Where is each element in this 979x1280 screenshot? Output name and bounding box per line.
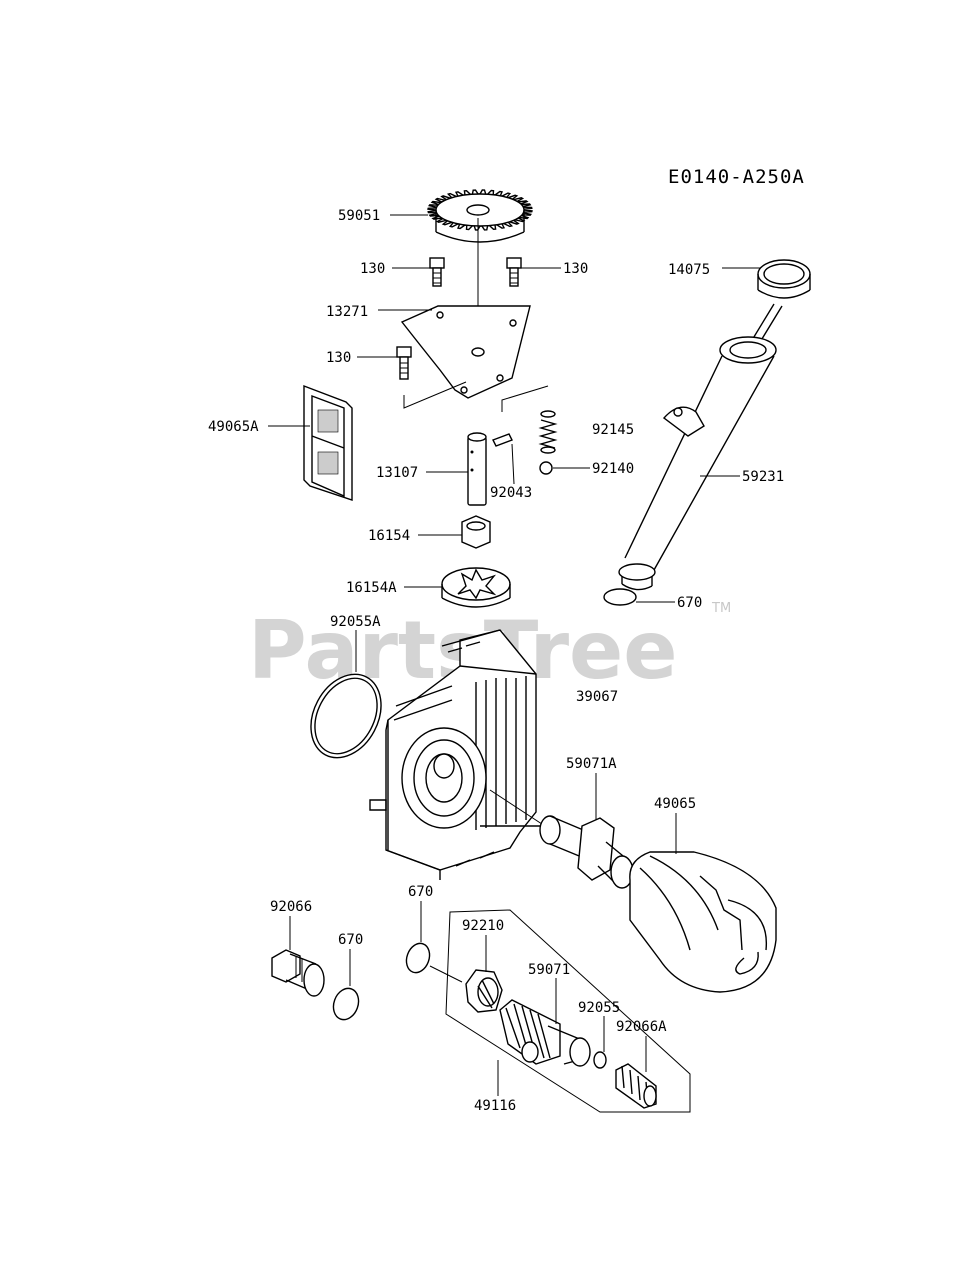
label-92055[interactable]: 92055 xyxy=(578,1000,620,1016)
o-ring-92055-drawing[interactable] xyxy=(593,1051,607,1069)
pin-92043-drawing[interactable] xyxy=(492,433,513,447)
label-92210[interactable]: 92210 xyxy=(462,918,504,934)
label-92140[interactable]: 92140 xyxy=(592,461,634,477)
tube-59231-drawing[interactable] xyxy=(618,336,777,591)
label-130-lower[interactable]: 130 xyxy=(326,350,351,366)
diagram-code: E0140-A250A xyxy=(668,166,805,188)
assembly-49116-outline xyxy=(445,909,691,1113)
label-92043[interactable]: 92043 xyxy=(490,485,532,501)
o-ring-670-mid-drawing[interactable] xyxy=(403,940,434,976)
nipple-59071A-drawing[interactable] xyxy=(539,815,634,889)
label-92066A[interactable]: 92066A xyxy=(616,1019,667,1035)
label-59071[interactable]: 59071 xyxy=(528,962,570,978)
strainer-49065A-drawing[interactable] xyxy=(303,384,353,501)
label-16154A[interactable]: 16154A xyxy=(346,580,397,596)
label-49065A[interactable]: 49065A xyxy=(208,419,259,435)
plate-13271-drawing[interactable] xyxy=(400,305,549,412)
nut-92210-drawing[interactable] xyxy=(465,969,503,1013)
label-49065[interactable]: 49065 xyxy=(654,796,696,812)
plug-92066-drawing[interactable] xyxy=(271,949,325,997)
label-59231[interactable]: 59231 xyxy=(742,469,784,485)
rotor-16154A-drawing[interactable] xyxy=(441,567,511,608)
bolt-130-lower-drawing[interactable] xyxy=(396,346,412,380)
o-ring-670-lower-left-drawing[interactable] xyxy=(329,985,362,1023)
o-ring-92055A-drawing[interactable] xyxy=(297,662,395,770)
watermark-tm: TM xyxy=(711,601,731,616)
rotor-16154-drawing[interactable] xyxy=(461,515,491,549)
label-670-lower-left[interactable]: 670 xyxy=(338,932,363,948)
cooler-39067-drawing[interactable] xyxy=(369,629,549,880)
ball-92140-drawing[interactable] xyxy=(539,461,553,475)
label-13107[interactable]: 13107 xyxy=(376,465,418,481)
o-ring-670-upper-drawing[interactable] xyxy=(603,588,637,606)
label-130-left[interactable]: 130 xyxy=(360,261,385,277)
label-13271[interactable]: 13271 xyxy=(326,304,368,320)
fitting-59071-drawing[interactable] xyxy=(499,978,591,1067)
label-670-mid[interactable]: 670 xyxy=(408,884,433,900)
bolt-130-left-drawing[interactable] xyxy=(429,257,445,287)
label-92055A[interactable]: 92055A xyxy=(330,614,381,630)
label-92066[interactable]: 92066 xyxy=(270,899,312,915)
label-49116[interactable]: 49116 xyxy=(474,1098,516,1114)
spring-92145-drawing[interactable] xyxy=(538,410,558,454)
label-16154[interactable]: 16154 xyxy=(368,528,410,544)
label-59051[interactable]: 59051 xyxy=(338,208,380,224)
label-59071A[interactable]: 59071A xyxy=(566,756,617,772)
label-92145[interactable]: 92145 xyxy=(592,422,634,438)
label-130-right[interactable]: 130 xyxy=(563,261,588,277)
label-39067[interactable]: 39067 xyxy=(576,689,618,705)
shaft-13107-drawing[interactable] xyxy=(467,432,487,506)
gear-59051-drawing[interactable] xyxy=(427,189,533,348)
label-670-upper[interactable]: 670 xyxy=(677,595,702,611)
bolt-130-right-drawing[interactable] xyxy=(506,257,522,287)
plug-92066A-drawing[interactable] xyxy=(615,1063,657,1109)
cap-14075-drawing[interactable] xyxy=(745,259,811,353)
oil-filter-49065-drawing[interactable] xyxy=(629,851,777,993)
label-14075[interactable]: 14075 xyxy=(668,262,710,278)
